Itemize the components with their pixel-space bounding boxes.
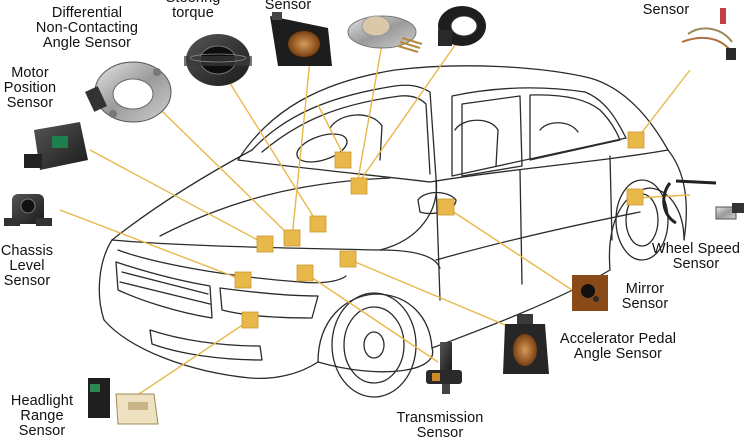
label-differential: Differential Non-Contacting Angle Sensor bbox=[35, 5, 139, 51]
leader-lines bbox=[59, 37, 691, 409]
marker-differential bbox=[283, 229, 301, 247]
sensor-markers bbox=[234, 131, 645, 329]
label-motor: Motor Position Sensor bbox=[3, 65, 57, 111]
headlight-range-sensor-icon bbox=[88, 378, 159, 425]
wire-harness-sensor-icon bbox=[681, 8, 736, 60]
label-sensor-top: Sensor bbox=[264, 0, 312, 13]
marker-dash bbox=[334, 151, 352, 169]
marker-topright bbox=[627, 131, 645, 149]
marker-accelerator bbox=[339, 250, 357, 268]
label-steering: Steering torque bbox=[166, 0, 221, 21]
marker-headlight bbox=[241, 311, 259, 329]
label-chassis: Chassis Level Sensor bbox=[0, 243, 54, 289]
sensor-top-icon bbox=[270, 12, 332, 66]
marker-wheel bbox=[626, 188, 644, 206]
diagram-canvas bbox=[4, 6, 744, 425]
marker-chassis bbox=[234, 271, 252, 289]
mirror-sensor-icon bbox=[572, 275, 608, 311]
marker-ring bbox=[350, 177, 368, 195]
label-wheel-speed: Wheel Speed Sensor bbox=[651, 241, 741, 272]
label-sensor-topright: Sensor bbox=[642, 2, 690, 18]
car-outline bbox=[98, 65, 687, 398]
ring-sensor-icon bbox=[438, 6, 486, 46]
label-headlight: Headlight Range Sensor bbox=[10, 393, 74, 439]
differential-angle-sensor-icon bbox=[85, 61, 172, 123]
wheel-speed-sensor-icon bbox=[662, 179, 744, 225]
steering-torque-sensor-icon bbox=[184, 34, 252, 86]
label-mirror: Mirror Sensor bbox=[621, 281, 669, 312]
label-accelerator: Accelerator Pedal Angle Sensor bbox=[559, 331, 677, 362]
accelerator-pedal-sensor-icon bbox=[503, 314, 549, 374]
marker-motor bbox=[256, 235, 274, 253]
marker-steering bbox=[309, 215, 327, 233]
label-transmission: Transmission Sensor bbox=[396, 410, 484, 441]
marker-transmission bbox=[296, 264, 314, 282]
pressure-sensor-icon bbox=[347, 15, 423, 53]
marker-mirror bbox=[437, 198, 455, 216]
motor-position-sensor-icon bbox=[24, 122, 88, 170]
transmission-sensor-icon bbox=[426, 342, 462, 394]
chassis-level-sensor-icon bbox=[4, 194, 52, 226]
